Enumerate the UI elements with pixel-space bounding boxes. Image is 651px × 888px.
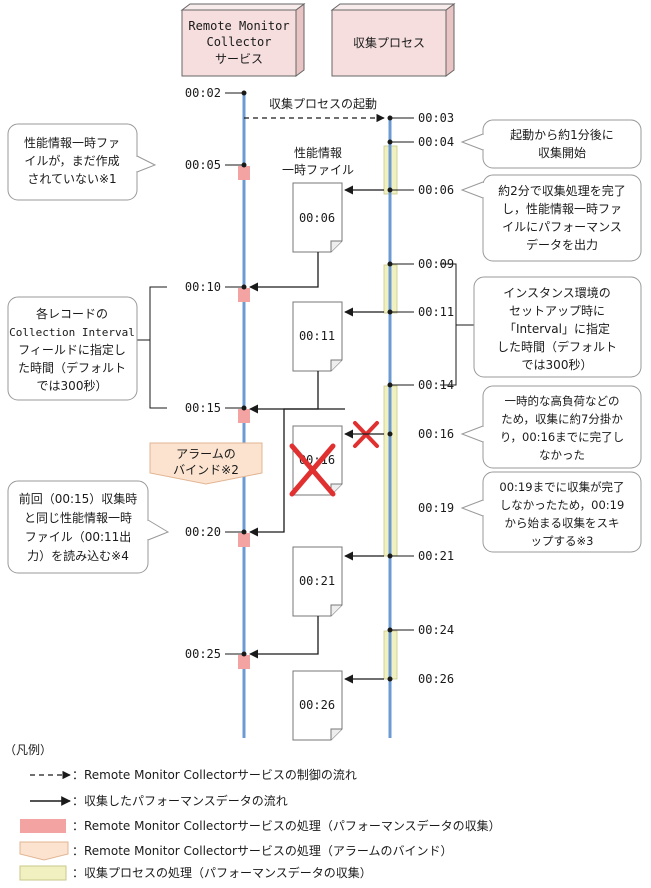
note-high-load: 一時的な高負荷などの ため，収集に約7分掛か り，00:16までに完了し なかっ… (460, 385, 642, 469)
service-lane-header: Remote Monitor Collector サービス (180, 3, 306, 77)
service-time: 00:15 (185, 401, 221, 415)
service-time: 00:20 (185, 525, 221, 539)
note-two-min: 約2分で収集処理を完了 し，性能情報一時ファ イルにパフォーマンス データを出力 (460, 174, 642, 262)
file-0011: 00:11 (292, 301, 343, 372)
service-time: 00:02 (185, 86, 221, 100)
service-box-0020 (238, 533, 250, 547)
svg-text:「Interval」に指定: 「Interval」に指定 (504, 321, 610, 336)
file-0026: 00:26 (292, 670, 343, 741)
start-process-label: 収集プロセスの起動 (269, 96, 377, 111)
svg-text:力）を読み込む※4: 力）を読み込む※4 (27, 548, 129, 563)
svg-text:約2分で収集処理を完了: 約2分で収集処理を完了 (498, 183, 626, 198)
service-title-line-2: Collector (206, 35, 271, 49)
failed-file-cross-icon (289, 443, 336, 497)
process-title: 収集プロセス (353, 35, 425, 50)
svg-text:性能情報一時ファ: 性能情報一時ファ (24, 136, 120, 150)
service-time: 00:10 (185, 280, 221, 294)
svg-text:前回（00:15）収集時: 前回（00:15）収集時 (19, 491, 138, 506)
svg-text:収集開始: 収集開始 (538, 145, 586, 160)
file-label: 00:26 (299, 698, 335, 712)
svg-text:インスタンス環境の: インスタンス環境の (503, 285, 611, 300)
process-time: 00:19 (418, 501, 454, 515)
service-title-line-3: サービス (215, 52, 263, 66)
file-label: 00:06 (299, 211, 335, 225)
svg-text:ップする※3: ップする※3 (531, 534, 594, 548)
legend-process-band-icon (19, 865, 67, 881)
service-box-0015 (238, 409, 250, 423)
svg-text:Collection Interval: Collection Interval (9, 326, 135, 339)
svg-text:り，00:16までに完了し: り，00:16までに完了し (500, 430, 624, 444)
note-interval-left: 各レコードの Collection Interval フィールドに指定し た時間… (7, 296, 138, 401)
process-time: 00:21 (418, 549, 454, 563)
svg-text:と同じ性能情報一時: と同じ性能情報一時 (24, 511, 132, 525)
legend-service-box-icon (20, 819, 66, 833)
service-title-line-1: Remote Monitor (188, 19, 289, 33)
process-time: 00:16 (418, 427, 454, 441)
service-time: 00:25 (185, 647, 221, 661)
process-time: 00:04 (418, 135, 454, 149)
alarm-bind-shape: アラームの バインド※2 (149, 442, 263, 485)
file-0021: 00:21 (292, 546, 343, 617)
svg-text:では300秒）: では300秒） (37, 379, 108, 393)
legend-alarm-icon (19, 841, 69, 861)
data-flow-arrows (249, 185, 384, 684)
alarm-bind-line-2: バインド※2 (173, 463, 239, 477)
svg-text:されていない※1: されていない※1 (27, 172, 116, 186)
service-time: 00:05 (185, 158, 221, 172)
svg-text:一時的な高負荷などの: 一時的な高負荷などの (505, 394, 620, 408)
interval-bracket-left (149, 286, 167, 409)
process-time: 00:09 (418, 257, 454, 271)
service-box-0005 (238, 166, 250, 180)
svg-text:た時間（デフォルト: た時間（デフォルト (18, 360, 126, 375)
svg-text:起動から約1分後に: 起動から約1分後に (510, 127, 614, 142)
svg-text:なかった: なかった (539, 448, 585, 462)
svg-text:ため，収集に約7分掛か: ため，収集に約7分掛か (501, 412, 623, 426)
service-times: 00:02 00:05 00:10 00:15 00:20 00:25 (185, 86, 247, 661)
alarm-bind-line-1: アラームの (176, 447, 236, 461)
svg-text:フィールドに指定し: フィールドに指定し (18, 342, 126, 357)
svg-text:イルが，まだ作成: イルが，まだ作成 (24, 153, 119, 168)
temp-file-label-2: 一時ファイル (282, 163, 354, 177)
svg-text:し，性能情報一時ファ: し，性能情報一時ファ (502, 202, 622, 216)
legend-symbols (19, 770, 71, 881)
svg-text:イルにパフォーマンス: イルにパフォーマンス (502, 220, 622, 234)
process-time: 00:24 (418, 623, 454, 637)
process-time: 00:26 (418, 672, 454, 686)
note-start-collect: 起動から約1分後に 収集開始 (460, 119, 642, 169)
svg-text:セットアップ時に: セットアップ時に (509, 304, 605, 318)
svg-text:した時間（デフォルト: した時間（デフォルト (497, 339, 617, 354)
process-times: 00:03 00:04 00:06 00:09 00:11 00:14 00:1… (387, 111, 454, 686)
svg-text:しなかったため，00:19: しなかったため，00:19 (500, 498, 625, 512)
temp-file-label-1: 性能情報 (294, 146, 342, 160)
service-box-0010 (238, 288, 250, 302)
svg-text:ファイル（00:11出: ファイル（00:11出 (25, 530, 132, 544)
svg-text:では300秒）: では300秒） (522, 358, 593, 372)
process-time: 00:06 (418, 183, 454, 197)
process-lane-header: 収集プロセス (330, 3, 456, 77)
svg-text:00:19までに収集が完了: 00:19までに収集が完了 (499, 480, 624, 494)
process-time: 00:14 (418, 378, 454, 392)
process-time: 00:03 (418, 111, 454, 125)
note-interval-right: インスタンス環境の セットアップ時に 「Interval」に指定 した時間（デフ… (473, 276, 642, 378)
file-0006: 00:06 (292, 182, 343, 253)
file-label: 00:11 (299, 329, 335, 343)
process-time: 00:11 (418, 305, 454, 319)
interval-bracket-right (440, 263, 457, 386)
svg-text:データを出力: データを出力 (526, 237, 598, 252)
service-box-0025 (238, 655, 250, 669)
svg-text:各レコードの: 各レコードの (36, 306, 108, 321)
note-reuse-file: 前回（00:15）収集時 と同じ性能情報一時 ファイル（00:11出 力）を読み… (7, 480, 170, 574)
note-not-created: 性能情報一時ファ イルが，まだ作成 されていない※1 (7, 123, 157, 201)
svg-text:から始まる収集をスキ: から始まる収集をスキ (505, 516, 620, 530)
file-label: 00:21 (299, 574, 335, 588)
note-skip: 00:19までに収集が完了 しなかったため，00:19 から始まる収集をスキ ッ… (460, 471, 642, 553)
